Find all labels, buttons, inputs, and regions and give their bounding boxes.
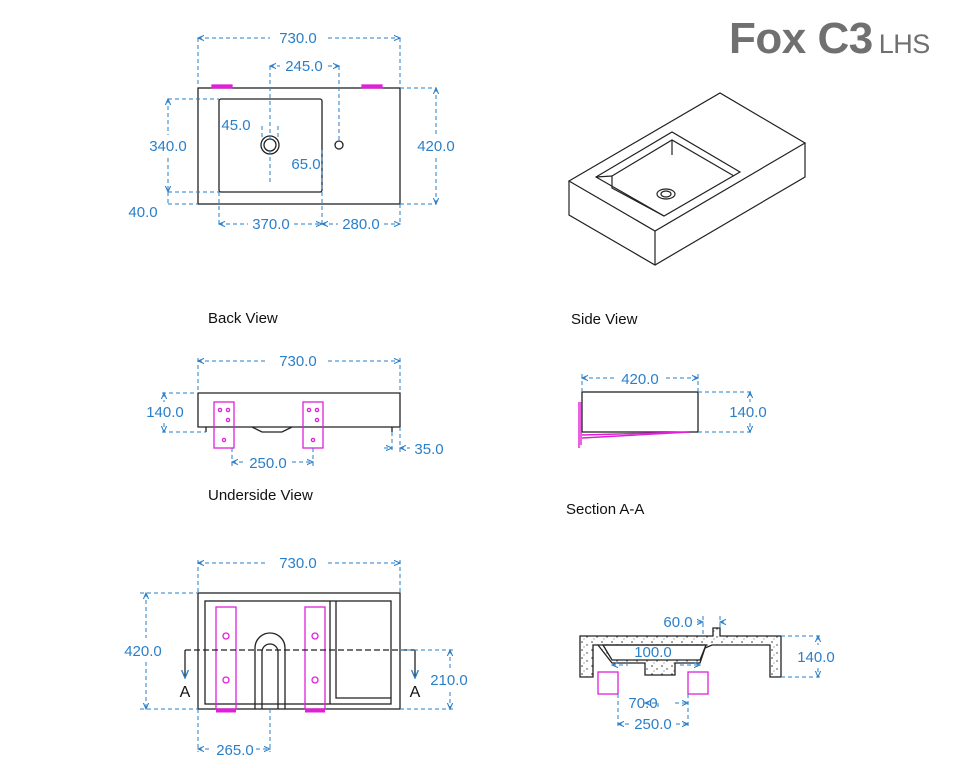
dim-waste-from-bowl: 65.0 (291, 156, 320, 173)
back-view-drawing (197, 84, 401, 205)
bracket-right (361, 84, 383, 89)
back-elevation-outline (198, 392, 401, 432)
dim-waste-dia: 45.0 (221, 117, 250, 134)
dim-section-offset: 210.0 (430, 672, 468, 689)
bowl-outline (218, 98, 323, 193)
dim-section-lip: 60.0 (663, 614, 692, 631)
dim-waste-offset-under: 265.0 (216, 742, 254, 759)
waste-channel (254, 632, 286, 709)
basin-outline (197, 87, 401, 205)
dim-back-width: 730.0 (279, 353, 317, 370)
section-mark-left: A (180, 684, 191, 701)
iso-waste (656, 188, 676, 200)
dim-under-width: 730.0 (279, 555, 317, 572)
isometric-view (567, 92, 807, 266)
label-section-aa: Section A-A (566, 501, 645, 518)
dim-section-bowl-depth: 100.0 (634, 644, 672, 661)
dim-section-bracket-width: 70.0 (628, 695, 657, 712)
underside-outline (197, 592, 401, 710)
underside-plan-dimensions (140, 560, 455, 752)
dim-under-depth: 420.0 (124, 643, 162, 660)
product-variant: LHS (878, 29, 931, 59)
dim-waste-offset: 245.0 (285, 58, 323, 75)
dim-rim: 40.0 (128, 204, 157, 221)
dim-top-width: 730.0 (279, 30, 317, 47)
product-model: Fox C3 (729, 14, 873, 63)
underside-view-dimensions (162, 358, 410, 466)
underside-plan-labels: 730.0 420.0 210.0 265.0 A A (124, 555, 468, 759)
dim-side-depth: 420.0 (621, 371, 659, 388)
underside-view-dim-labels: 730.0 140.0 250.0 35.0 (146, 353, 443, 472)
dim-deck-width: 280.0 (342, 216, 380, 233)
underside-view-drawing (197, 392, 401, 449)
dim-bracket-spacing: 250.0 (249, 455, 287, 472)
dim-bowl-width: 370.0 (252, 216, 290, 233)
tap-hole (334, 140, 344, 150)
label-side-view: Side View (571, 311, 638, 328)
underside-brackets (215, 606, 326, 713)
section-aa-labels: 60.0 100.0 140.0 70.0 250.0 (628, 614, 834, 733)
side-view-dim-labels: 420.0 140.0 (621, 371, 767, 421)
label-underside-view: Underside View (208, 487, 313, 504)
section-brackets (597, 671, 709, 695)
side-view-dimensions (582, 374, 752, 432)
section-aa-drawing (579, 627, 782, 695)
side-view-drawing (578, 391, 699, 448)
side-outline (581, 391, 699, 433)
side-bracket (578, 402, 691, 448)
dim-section-bracket-spacing: 250.0 (634, 716, 672, 733)
dim-section-height: 140.0 (797, 649, 835, 666)
iso-bowl-rim (594, 131, 742, 217)
section-mark-right: A (410, 684, 421, 701)
underside-plan-drawing (185, 592, 415, 713)
label-back-view: Back View (208, 310, 278, 327)
dim-back-height: 140.0 (146, 404, 184, 421)
dim-depth-inner: 340.0 (149, 138, 187, 155)
back-view-dim-labels: 730.0 245.0 45.0 340.0 420.0 65.0 40.0 3… (128, 30, 454, 233)
section-aa-dimensions (612, 616, 822, 726)
dim-lip: 35.0 (414, 441, 443, 458)
back-view-dimensions (168, 38, 436, 225)
bracket-left (211, 84, 233, 89)
iso-top-face (567, 92, 807, 232)
brackets-elevation (213, 401, 324, 449)
dim-depth: 420.0 (417, 138, 455, 155)
dim-side-height: 140.0 (729, 404, 767, 421)
